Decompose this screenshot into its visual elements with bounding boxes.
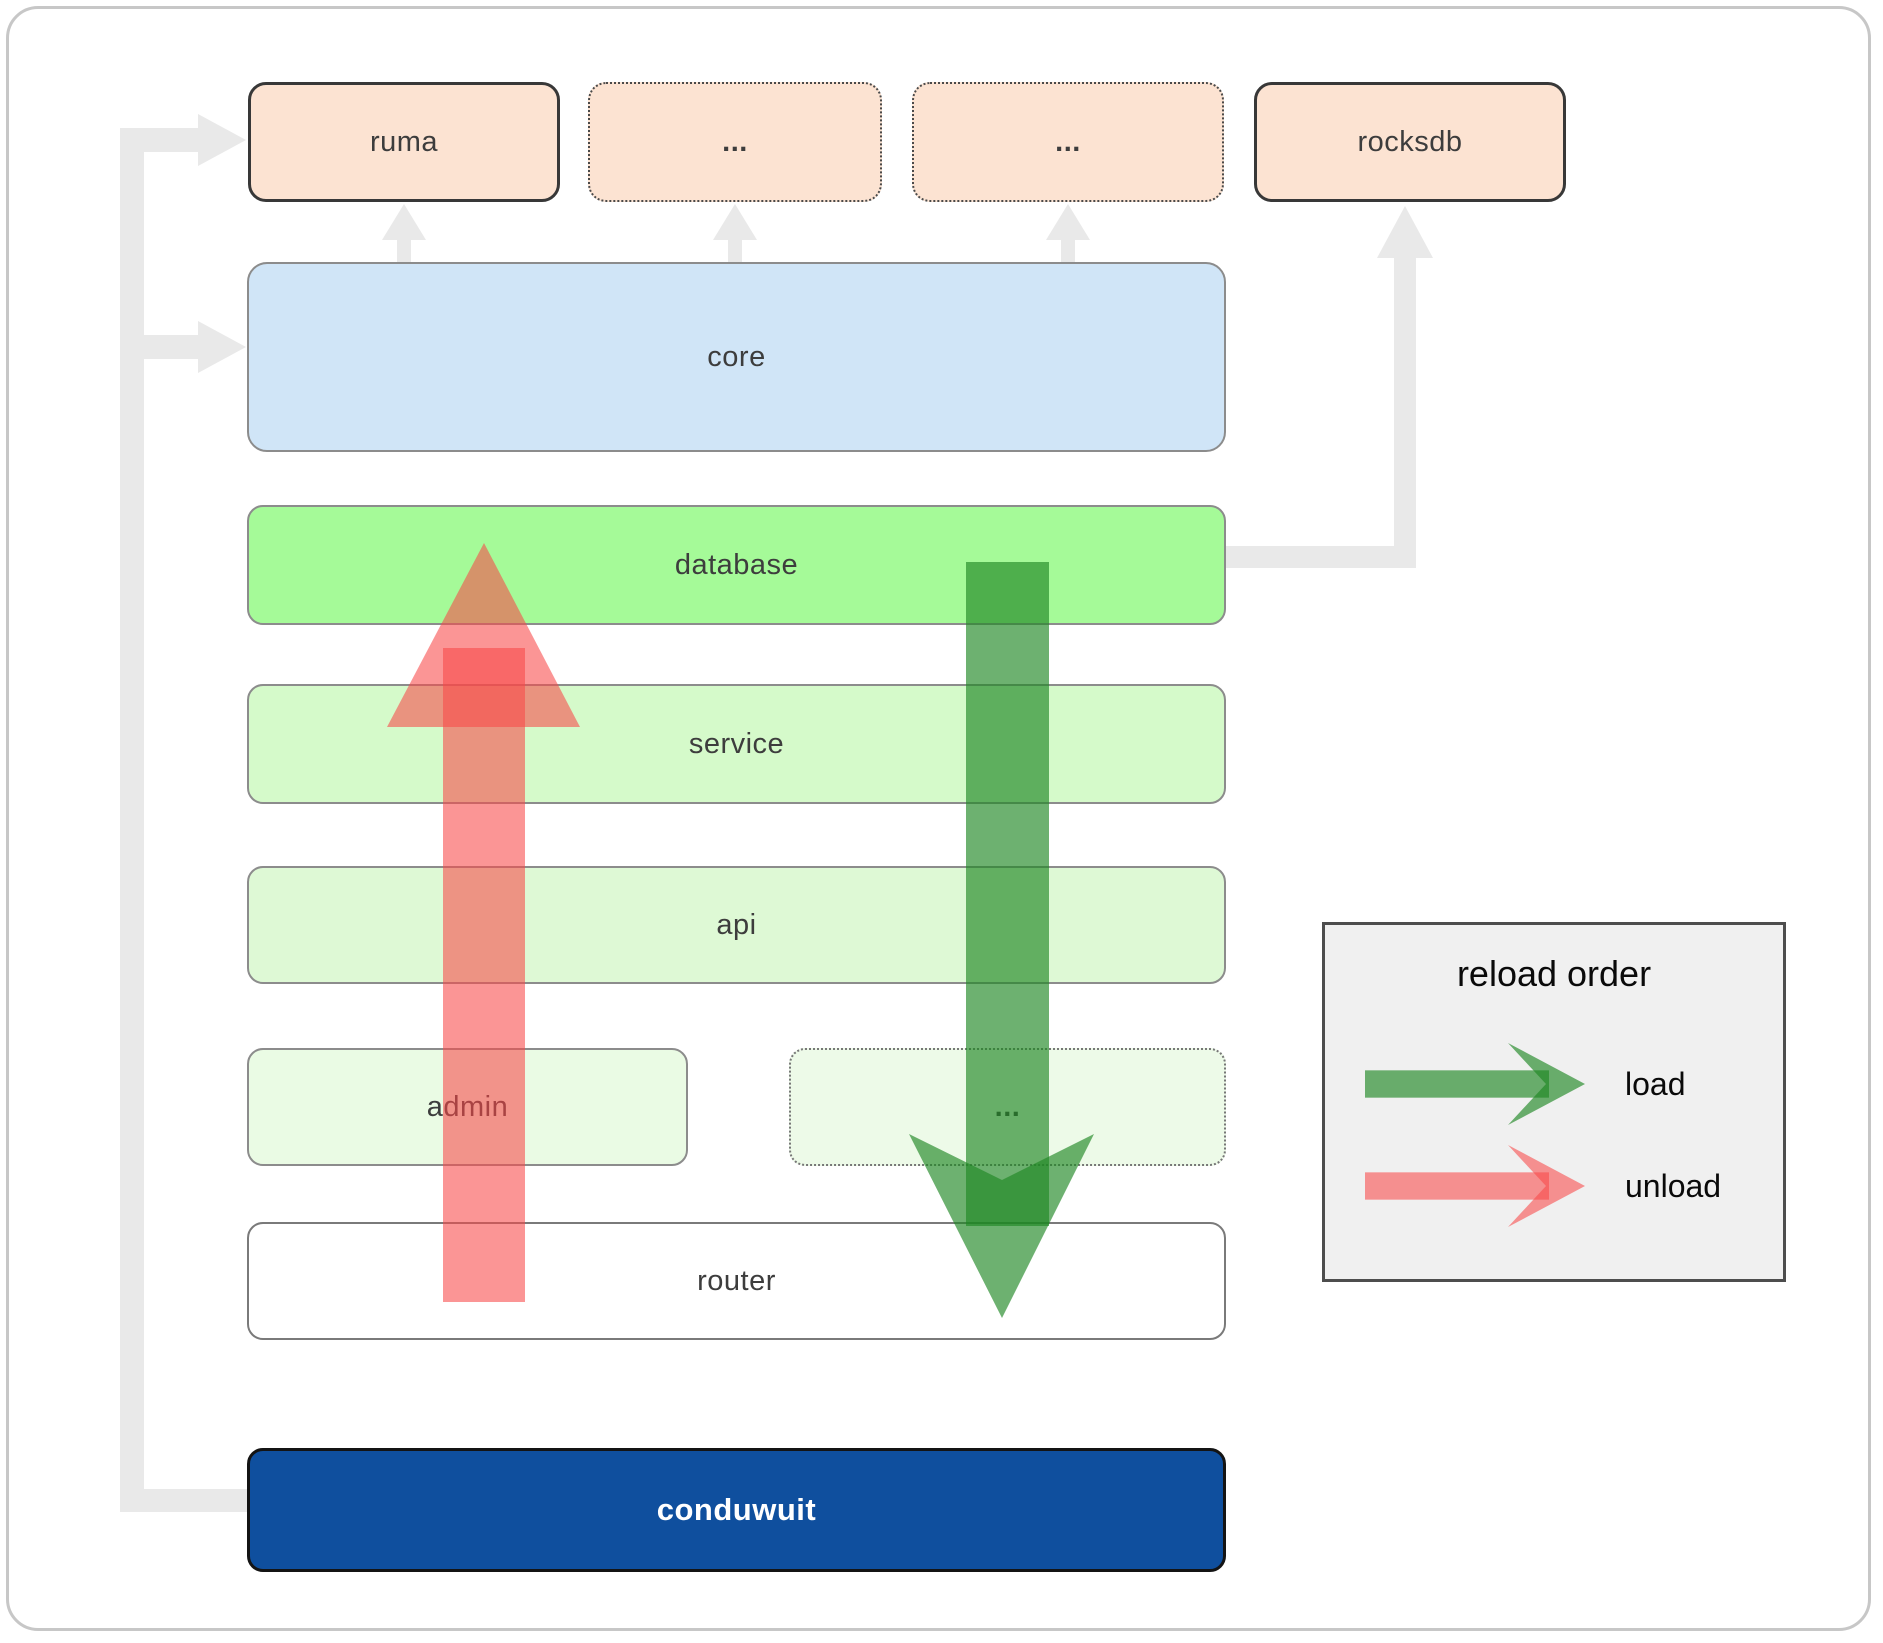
node-api: api <box>247 866 1226 984</box>
node-dependency-etc-2: ... <box>912 82 1224 202</box>
node-admin: admin <box>247 1048 688 1166</box>
node-admin-label: admin <box>426 1090 509 1123</box>
node-service-label: service <box>688 727 785 760</box>
node-database-label: database <box>674 548 799 581</box>
legend-unload-label: unload <box>1625 1167 1722 1204</box>
node-service-etc-label: ... <box>994 1090 1021 1123</box>
node-router: router <box>247 1222 1226 1340</box>
node-router-label: router <box>697 1264 776 1297</box>
node-conduwuit-label: conduwuit <box>656 1492 817 1527</box>
legend-title: reload order <box>1456 953 1652 994</box>
node-api-label: api <box>716 908 757 941</box>
node-conduwuit: conduwuit <box>247 1448 1226 1572</box>
legend-unload-arrow-icon <box>1365 1145 1585 1227</box>
legend-load-label: load <box>1625 1065 1686 1102</box>
node-ruma: ruma <box>248 82 560 202</box>
node-dependency-etc-1-label: ... <box>722 125 748 158</box>
node-rocksdb-label: rocksdb <box>1357 125 1463 158</box>
node-service: service <box>247 684 1226 804</box>
node-database: database <box>247 505 1226 625</box>
node-dependency-etc-2-label: ... <box>1055 125 1081 158</box>
node-rocksdb: rocksdb <box>1254 82 1566 202</box>
node-core-label: core <box>707 340 766 373</box>
diagram-border <box>6 6 1871 1631</box>
node-service-etc: ... <box>789 1048 1226 1166</box>
node-ruma-label: ruma <box>369 125 439 158</box>
legend: reload order load unload <box>1322 922 1786 1282</box>
node-core: core <box>247 262 1226 452</box>
legend-load-arrow-icon <box>1365 1043 1585 1125</box>
node-dependency-etc-1: ... <box>588 82 882 202</box>
